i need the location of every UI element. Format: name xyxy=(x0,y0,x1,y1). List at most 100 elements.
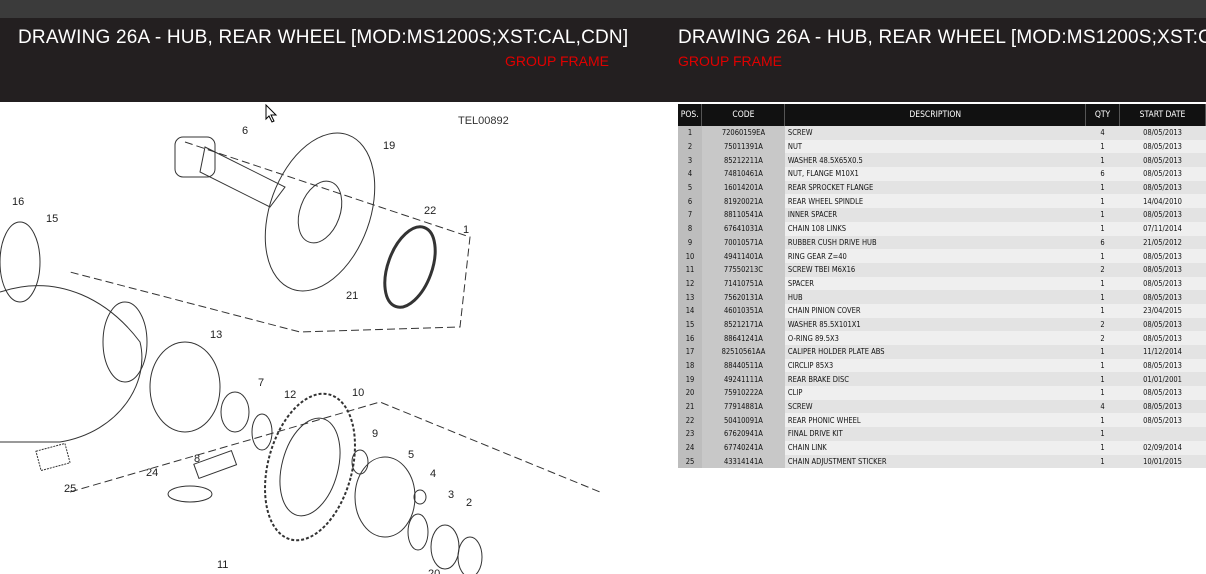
cell-qty: 1 xyxy=(1085,194,1120,209)
cell-desc: NUT xyxy=(784,139,1086,154)
svg-text:4: 4 xyxy=(430,468,436,480)
cell-date: 08/05/2013 xyxy=(1119,262,1206,277)
cell-desc: SCREW TBEI M6X16 xyxy=(784,262,1086,277)
cell-pos: 17 xyxy=(678,345,702,359)
svg-text:25: 25 xyxy=(64,483,76,495)
cell-desc: WASHER 85.5X101X1 xyxy=(784,317,1086,332)
column-header[interactable]: DESCRIPTION xyxy=(784,104,1087,126)
cell-qty: 2 xyxy=(1085,317,1120,332)
cell-qty: 1 xyxy=(1085,249,1120,263)
exploded-parts-diagram[interactable]: TEL00892 6 19 22 1 xyxy=(0,102,640,574)
group-frame-link-table[interactable]: GROUP FRAME xyxy=(678,53,782,69)
mouse-cursor-icon xyxy=(265,104,278,123)
cell-desc: FINAL DRIVE KIT xyxy=(784,427,1086,441)
cell-qty: 4 xyxy=(1085,399,1120,414)
svg-text:7: 7 xyxy=(258,377,264,389)
cell-desc: CHAIN ADJUSTMENT STICKER xyxy=(784,454,1086,469)
cell-code: 88110541A xyxy=(701,208,785,222)
column-header[interactable]: CODE xyxy=(701,104,786,126)
cell-pos: 13 xyxy=(678,290,702,304)
cell-qty: 1 xyxy=(1085,440,1120,455)
cell-pos: 21 xyxy=(678,399,702,414)
cell-qty: 1 xyxy=(1085,290,1120,304)
column-header[interactable]: POS. xyxy=(678,104,703,126)
cell-pos: 15 xyxy=(678,317,702,332)
cell-desc: HUB xyxy=(784,290,1086,304)
column-header[interactable]: QTY xyxy=(1085,104,1121,126)
cell-pos: 16 xyxy=(678,331,702,345)
diagram-ref: TEL00892 xyxy=(458,115,509,127)
cell-code: 77550213C xyxy=(701,262,785,277)
cell-date: 14/04/2010 xyxy=(1119,194,1206,209)
cell-date: 11/12/2014 xyxy=(1119,345,1206,359)
cell-code: 75620131A xyxy=(701,290,785,304)
cell-date xyxy=(1119,427,1206,441)
top-bar xyxy=(0,0,1206,18)
svg-text:3: 3 xyxy=(448,489,454,501)
cell-date: 08/05/2013 xyxy=(1119,399,1206,414)
cell-desc: SCREW xyxy=(784,399,1086,414)
cell-date: 23/04/2015 xyxy=(1119,303,1206,318)
svg-text:13: 13 xyxy=(210,329,222,341)
cell-qty: 1 xyxy=(1085,139,1120,154)
cell-code: 71410751A xyxy=(701,276,785,291)
svg-text:5: 5 xyxy=(408,449,414,461)
svg-text:2: 2 xyxy=(466,497,472,509)
cell-date: 08/05/2013 xyxy=(1119,331,1206,345)
cell-qty: 2 xyxy=(1085,331,1120,345)
cell-code: 81920021A xyxy=(701,194,785,209)
cell-desc: O-RING 89.5X3 xyxy=(784,331,1086,345)
cell-code: 72060159EA xyxy=(701,126,785,140)
group-frame-link[interactable]: GROUP FRAME xyxy=(505,53,609,69)
column-header[interactable]: START DATE xyxy=(1119,104,1206,126)
cell-qty: 1 xyxy=(1085,303,1120,318)
cell-desc: REAR WHEEL SPINDLE xyxy=(784,194,1086,209)
cell-desc: CALIPER HOLDER PLATE ABS xyxy=(784,345,1086,359)
cell-pos: 3 xyxy=(678,153,702,168)
cell-date: 08/05/2013 xyxy=(1119,317,1206,332)
cell-desc: CHAIN PINION COVER xyxy=(784,303,1086,318)
cell-pos: 25 xyxy=(678,454,702,469)
cell-code: 43314141A xyxy=(701,454,785,469)
cell-qty: 4 xyxy=(1085,126,1120,140)
cell-pos: 20 xyxy=(678,386,702,400)
svg-text:9: 9 xyxy=(372,428,378,440)
svg-text:16: 16 xyxy=(12,196,24,208)
cell-pos: 10 xyxy=(678,249,702,263)
cell-qty: 1 xyxy=(1085,153,1120,168)
cell-date: 08/05/2013 xyxy=(1119,249,1206,263)
cell-qty: 1 xyxy=(1085,413,1120,428)
cell-qty: 6 xyxy=(1085,167,1120,181)
cell-qty: 1 xyxy=(1085,372,1120,387)
cell-date: 08/05/2013 xyxy=(1119,208,1206,222)
cell-date: 08/05/2013 xyxy=(1119,386,1206,400)
svg-text:12: 12 xyxy=(284,389,296,401)
cell-qty: 1 xyxy=(1085,358,1120,373)
cell-qty: 1 xyxy=(1085,221,1120,236)
